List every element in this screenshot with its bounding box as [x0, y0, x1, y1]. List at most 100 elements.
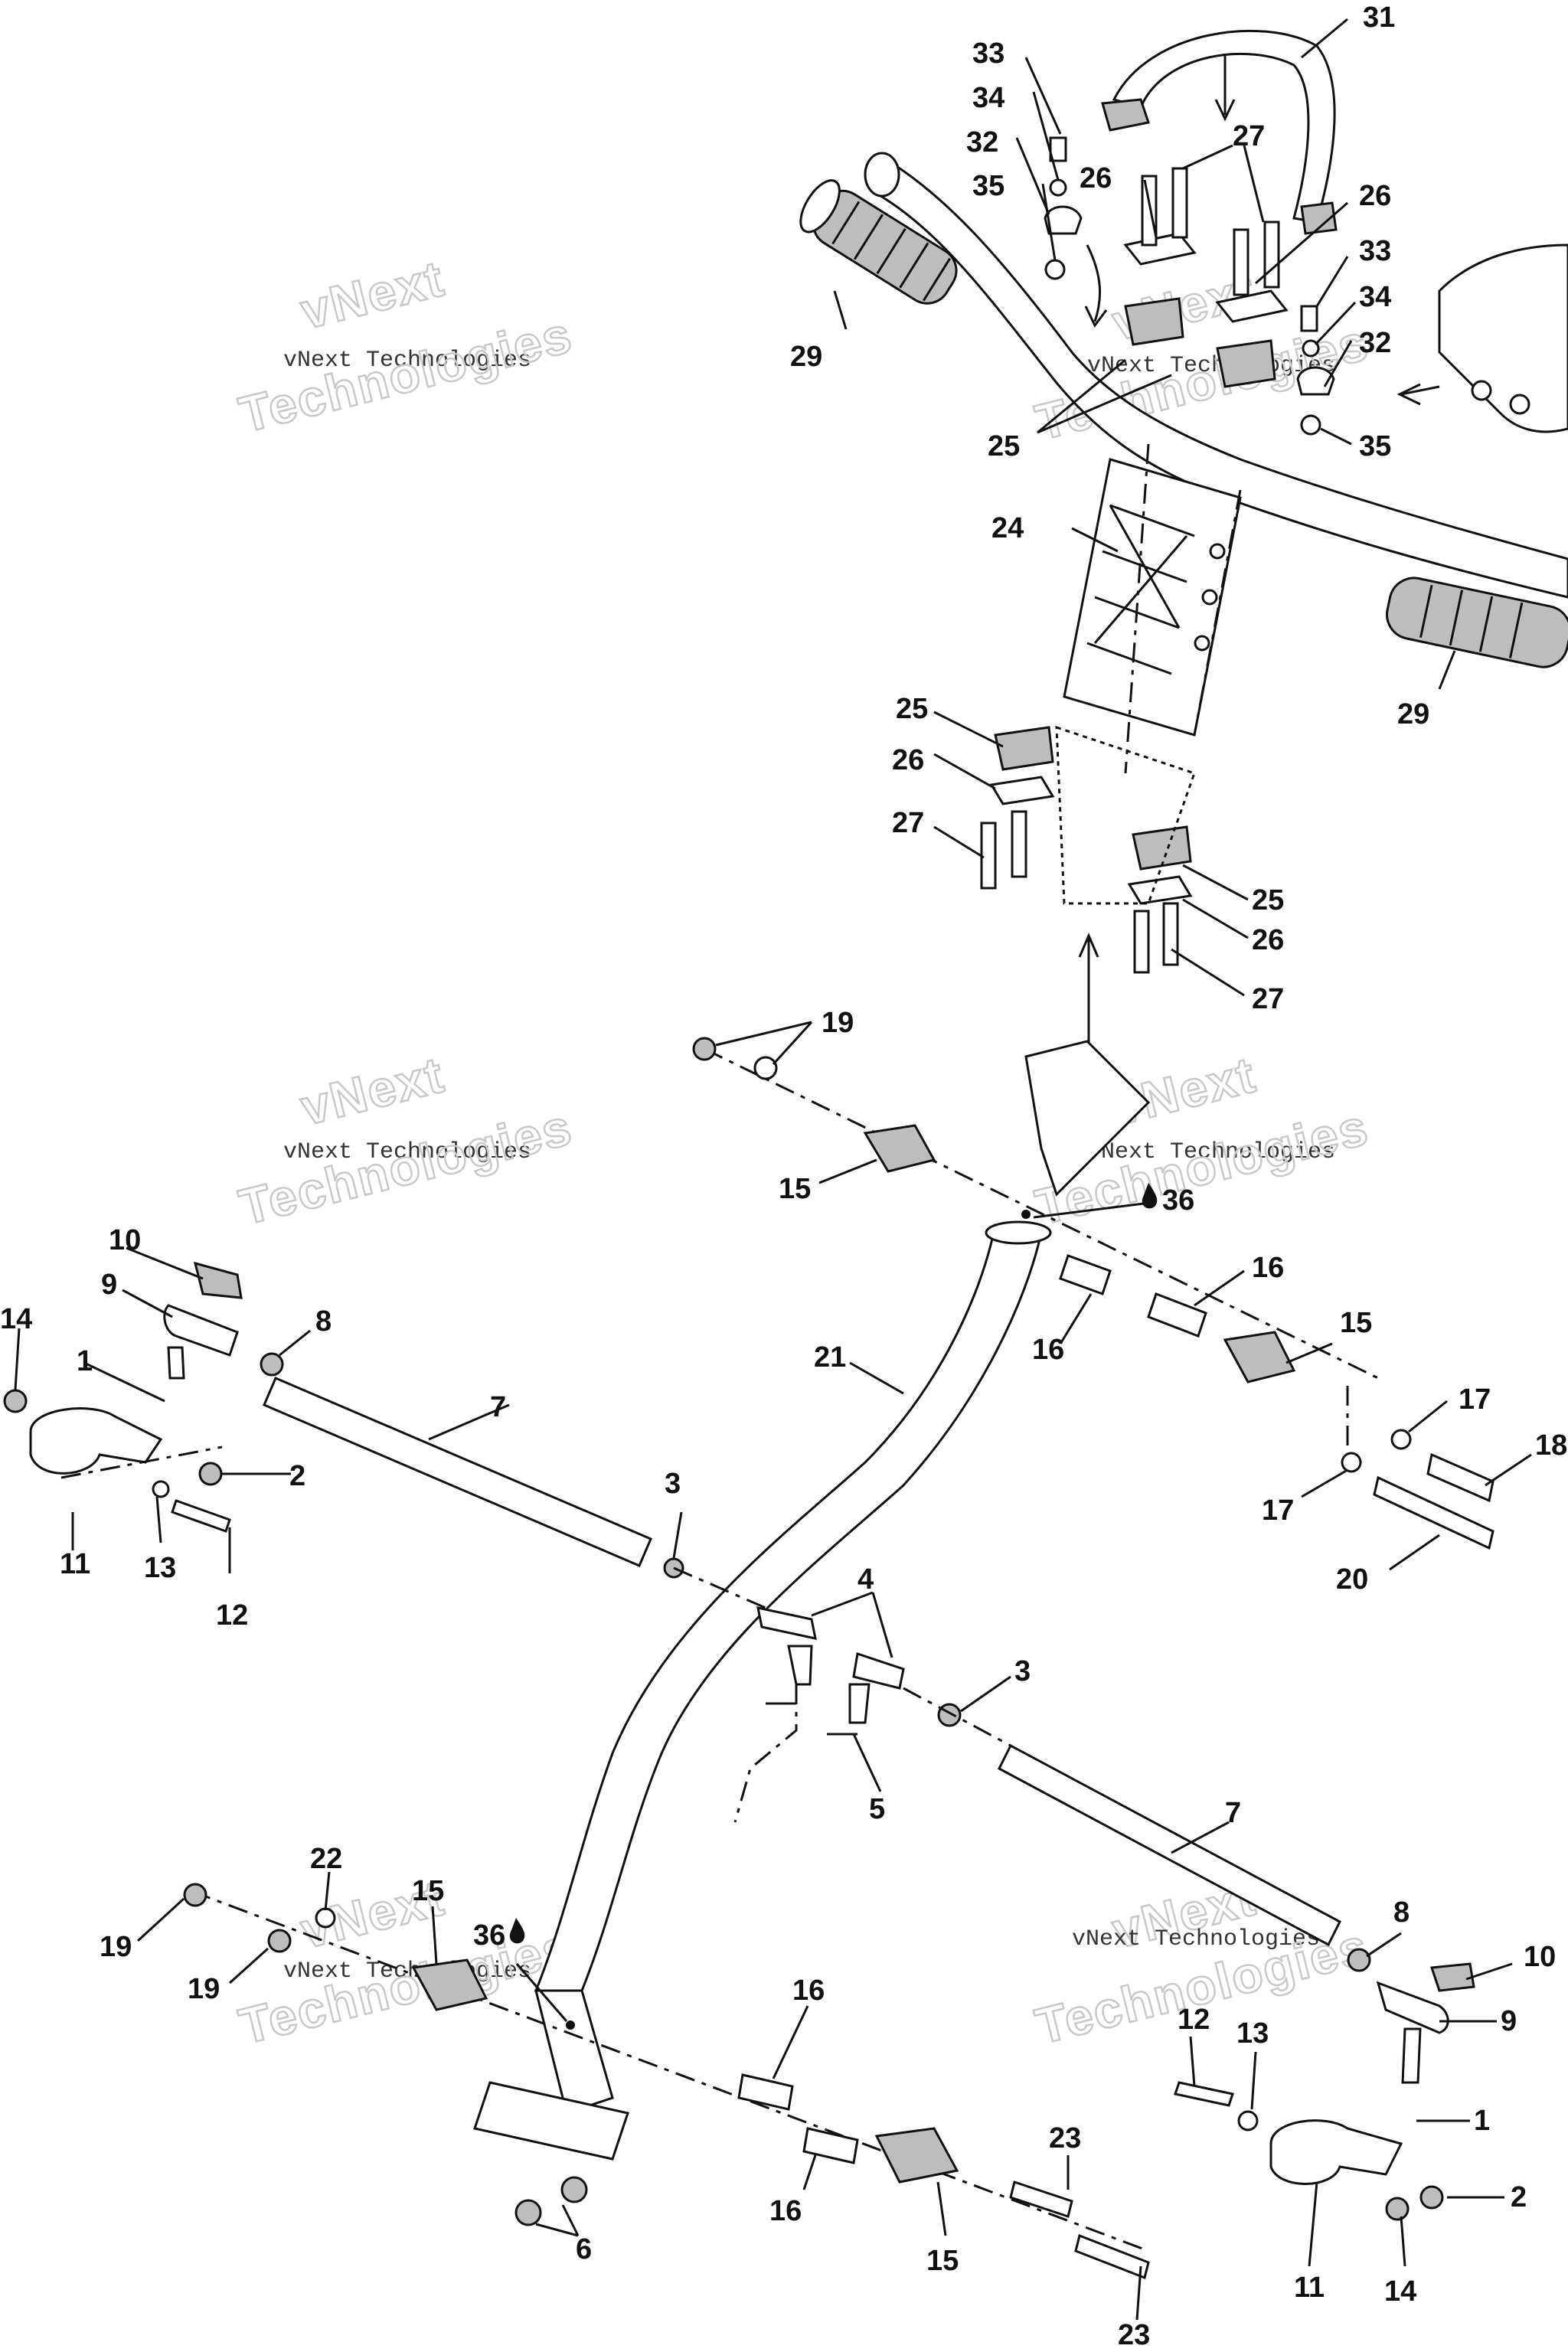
nut-2: [198, 1462, 223, 1486]
washer-13: [1237, 2110, 1259, 2132]
bolt-18: [1426, 1452, 1494, 1503]
callout-3: 3: [1014, 1655, 1031, 1687]
assembly-dash-line: [733, 1684, 798, 1823]
lower-cross-shaft: [183, 1883, 1150, 2280]
arrow-line: [1396, 383, 1440, 406]
callout-13: 13: [1236, 2017, 1269, 2050]
handlebar-bar: [871, 158, 1568, 599]
handlebar-pad: [1438, 243, 1568, 433]
washer-17: [1390, 1429, 1412, 1450]
callout-13: 13: [144, 1552, 176, 1584]
callout-27: 27: [1252, 983, 1284, 1015]
watermark: vNext vNext Technologies Technologies: [233, 1868, 579, 2056]
callout-29: 29: [790, 341, 822, 373]
callout-12: 12: [216, 1599, 248, 1632]
callout-16: 16: [792, 1975, 825, 2007]
callout-32: 32: [966, 126, 998, 158]
nut-14: [1385, 2197, 1410, 2221]
column-bottom-plate: [473, 2081, 629, 2161]
arrow-line: [1214, 54, 1236, 122]
handlebar-end: [864, 152, 900, 198]
callout-36: 36: [1162, 1184, 1194, 1217]
arrow-line: [1078, 933, 1099, 1049]
callout-1: 1: [1474, 2105, 1490, 2137]
clip-small: [1296, 366, 1335, 396]
steering-column: [473, 1040, 1151, 2226]
bolt: [1263, 220, 1280, 289]
bolt-23: [1009, 2180, 1073, 2218]
bolt: [1011, 810, 1027, 878]
bolt: [1233, 228, 1250, 296]
watermark-company: vNext Technologies: [1087, 353, 1335, 379]
bushing-15: [863, 1124, 936, 1173]
callout-26: 26: [892, 744, 924, 776]
callout-5: 5: [869, 1793, 885, 1825]
watermark: vNext vNext Technologies Technologies: [233, 1045, 579, 1236]
callout-9: 9: [101, 1269, 117, 1301]
ball-joint-4: [756, 1606, 817, 1640]
callout-7: 7: [1225, 1797, 1241, 1829]
tie-rod-end: [163, 1304, 239, 1357]
bolt: [1171, 167, 1188, 239]
callout-14: 14: [1384, 2275, 1416, 2308]
washer-13: [152, 1480, 170, 1498]
ball-joint-stud: [167, 1346, 185, 1380]
riser-clamp-lower: [994, 726, 1054, 771]
callout-20: 20: [1336, 1563, 1368, 1596]
watermark-company: vNext Technologies: [1087, 1139, 1335, 1165]
callout-8: 8: [315, 1305, 332, 1338]
column-phantom-outline: [1055, 725, 1196, 905]
watermark-company: vNext Technologies: [283, 1139, 531, 1165]
callout-2: 2: [289, 1460, 305, 1492]
watermark-company: vNext Technologies: [1072, 1926, 1320, 1952]
watermark-big: Technologies: [234, 305, 577, 443]
nut-19: [692, 1037, 717, 1061]
washer-22: [315, 1907, 336, 1929]
bolt: [980, 822, 997, 890]
bolt: [1141, 175, 1158, 247]
grease-point-dot: [1021, 1210, 1031, 1219]
callout-11: 11: [60, 1548, 90, 1580]
callout-18: 18: [1535, 1429, 1567, 1462]
spacer-16: [1059, 1254, 1112, 1295]
spacer-16: [802, 2127, 859, 2164]
callout-23: 23: [1118, 2319, 1150, 2351]
spacer-16: [1147, 1292, 1207, 1338]
callout-4: 4: [858, 1563, 874, 1596]
tie-rod-jam-nut: [1347, 1948, 1371, 1972]
callout-19: 19: [100, 1931, 132, 1963]
spindle-arm: [1269, 2119, 1403, 2185]
column-flange: [985, 1220, 1052, 1245]
callout-33: 33: [972, 38, 1004, 70]
bushing-15: [874, 2127, 959, 2184]
callout-23: 23: [1049, 2122, 1081, 2154]
callout-16: 16: [1252, 1252, 1284, 1284]
callout-31: 31: [1363, 2, 1395, 34]
spindle-arm: [29, 1407, 163, 1475]
watermark: vNext vNext Technologies Technologies: [233, 249, 579, 444]
callout-25: 25: [1252, 884, 1284, 916]
callout-9: 9: [1501, 2005, 1517, 2037]
bushing-15: [411, 1958, 488, 2011]
retainer-5: [766, 1702, 858, 1736]
bolt-12: [171, 1499, 231, 1533]
callout-27: 27: [892, 807, 924, 839]
pad-hole: [1509, 394, 1530, 415]
bolt-12: [1174, 2081, 1234, 2107]
callout-25: 25: [896, 693, 928, 725]
nut-14: [3, 1389, 28, 1413]
tie-rod-end: [1376, 1981, 1449, 2034]
nut-19: [183, 1883, 207, 1907]
callout-7: 7: [490, 1391, 506, 1423]
bolt-23: [1074, 2233, 1150, 2280]
ball-joint-4: [852, 1652, 905, 1690]
watermark-brand: vNext: [295, 1046, 449, 1136]
clamp-plate: [1215, 289, 1289, 323]
callout-15: 15: [1340, 1307, 1372, 1339]
ball-joint-stud: [1401, 2027, 1422, 2084]
bolt: [1162, 902, 1179, 966]
washer-17: [1341, 1452, 1362, 1473]
watermark: vNext vNext Technologies Technologies: [1029, 260, 1375, 452]
callout-25: 25: [988, 430, 1020, 462]
